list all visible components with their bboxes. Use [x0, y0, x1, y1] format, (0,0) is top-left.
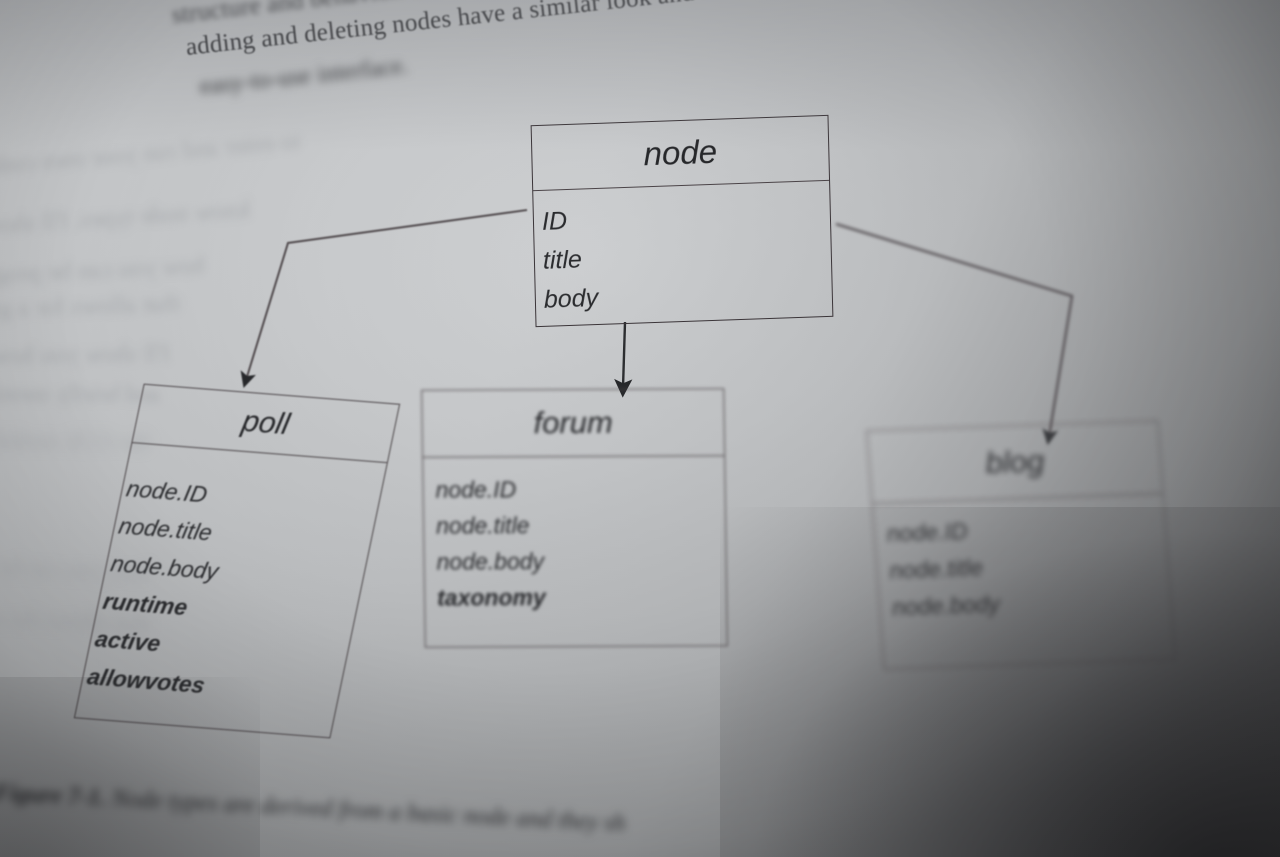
shadow-bottom-left — [0, 677, 260, 857]
shadow-bottom-right — [720, 507, 1280, 857]
